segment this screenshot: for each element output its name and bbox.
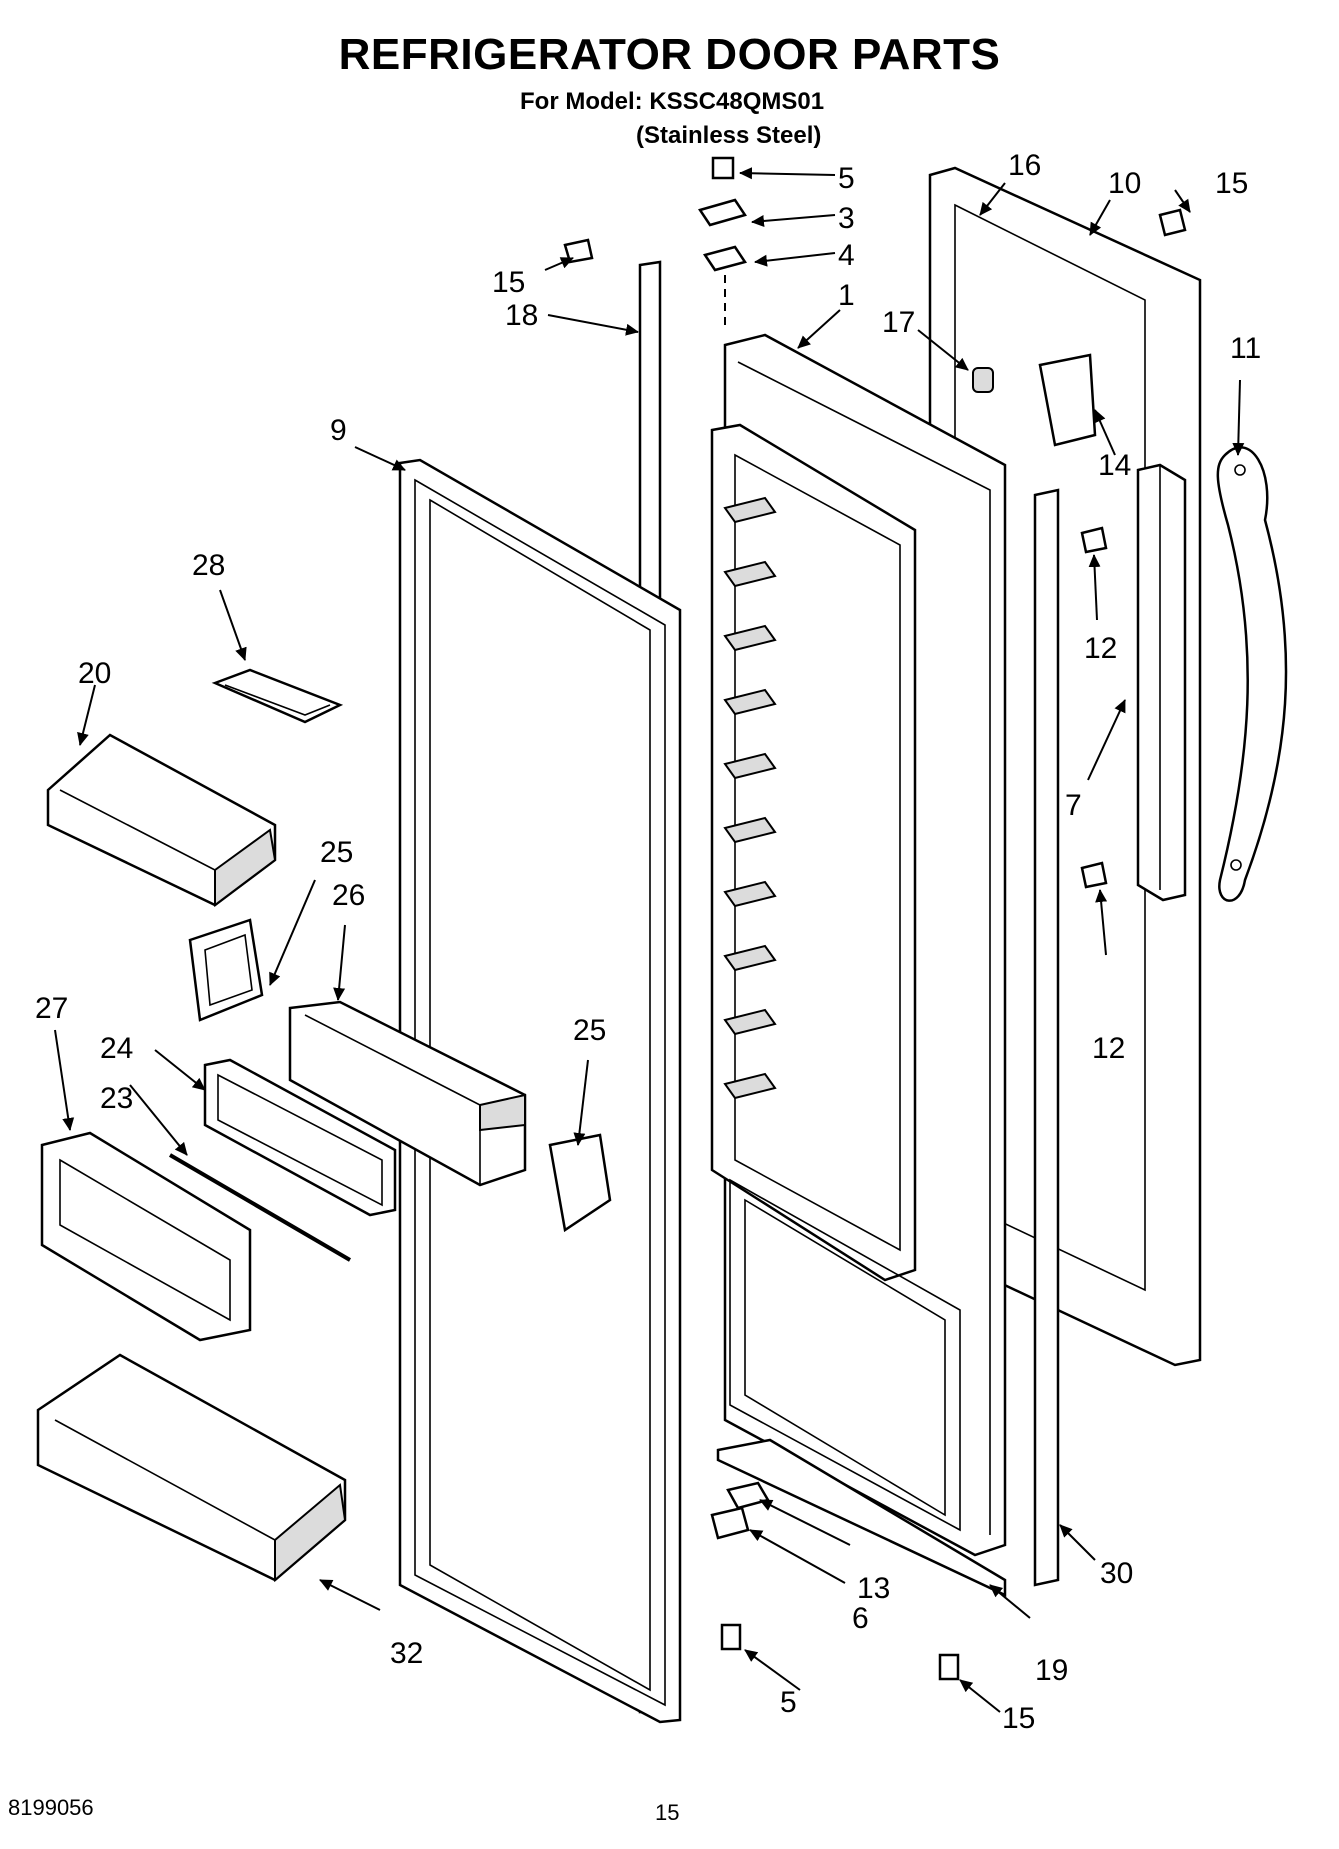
door-stop-bushing <box>972 367 994 393</box>
callout-27: 27 <box>35 992 68 1025</box>
callout-26: 26 <box>332 879 365 912</box>
door-shelf-ribs <box>723 496 777 1100</box>
bottom-hinge-assembly <box>710 1438 1007 1681</box>
door-bin-upper <box>46 733 277 907</box>
callout-9: 9 <box>330 414 347 447</box>
callout-12-lower: 12 <box>1092 1032 1125 1065</box>
hinge-bracket <box>1038 353 1097 447</box>
leader-lines <box>54 167 1245 1713</box>
document-number: 8199056 <box>8 1795 94 1820</box>
callout-24: 24 <box>100 1032 133 1065</box>
top-screw-left <box>563 238 594 264</box>
callout-6: 6 <box>852 1602 869 1635</box>
page-number: 15 <box>655 1800 680 1825</box>
callout-13: 13 <box>857 1572 890 1605</box>
callout-4: 4 <box>838 239 855 272</box>
handle-mount-bar <box>1136 463 1187 902</box>
dairy-door-hinge-left <box>188 918 264 1022</box>
callout-23: 23 <box>100 1082 133 1115</box>
top-screw-right <box>1158 208 1187 237</box>
handle-screw-lower <box>1080 861 1108 889</box>
callout-28: 28 <box>192 549 225 582</box>
top-hinge-assembly <box>698 156 748 330</box>
door-gasket <box>398 458 682 1724</box>
callout-11: 11 <box>1230 332 1261 365</box>
dairy-compartment <box>288 1000 527 1187</box>
callout-7: 7 <box>1065 789 1082 822</box>
door-handle <box>1216 446 1288 902</box>
model-line: For Model: KSSC48QMS01 <box>520 88 825 115</box>
door-seal-strip-right <box>1033 488 1060 1587</box>
door-bin-lower <box>36 1353 347 1583</box>
callout-16: 16 <box>1008 149 1041 182</box>
dairy-door-gasket <box>203 1058 397 1217</box>
dairy-door <box>40 1131 252 1342</box>
callout-5-top: 5 <box>838 162 855 195</box>
callout-15-left: 15 <box>492 266 525 299</box>
callout-15-bottom: 15 <box>1002 1702 1035 1735</box>
callout-10: 10 <box>1108 167 1141 200</box>
callout-30: 30 <box>1100 1557 1133 1590</box>
callout-labels: 5 3 4 1 15 18 9 16 10 15 11 17 14 12 7 1… <box>35 149 1261 1735</box>
callout-15-right: 15 <box>1215 167 1248 200</box>
callout-32: 32 <box>390 1637 423 1670</box>
inner-door-liner <box>710 333 1007 1557</box>
callout-17: 17 <box>882 306 915 339</box>
callout-14: 14 <box>1098 449 1131 482</box>
callout-25-right: 25 <box>573 1014 606 1047</box>
small-tray <box>211 668 344 724</box>
callout-5-bottom: 5 <box>780 1686 797 1719</box>
dairy-door-trim <box>168 1153 352 1262</box>
callout-19: 19 <box>1035 1654 1068 1687</box>
callout-12-upper: 12 <box>1084 632 1117 665</box>
page-title: REFRIGERATOR DOOR PARTS <box>338 30 1001 79</box>
callout-1: 1 <box>838 279 855 312</box>
handle-screw-upper <box>1080 526 1108 554</box>
callout-25-left: 25 <box>320 836 353 869</box>
callout-20: 20 <box>78 657 111 690</box>
callout-3: 3 <box>838 202 855 235</box>
finish-line: (Stainless Steel) <box>636 122 822 149</box>
callout-18: 18 <box>505 299 538 332</box>
